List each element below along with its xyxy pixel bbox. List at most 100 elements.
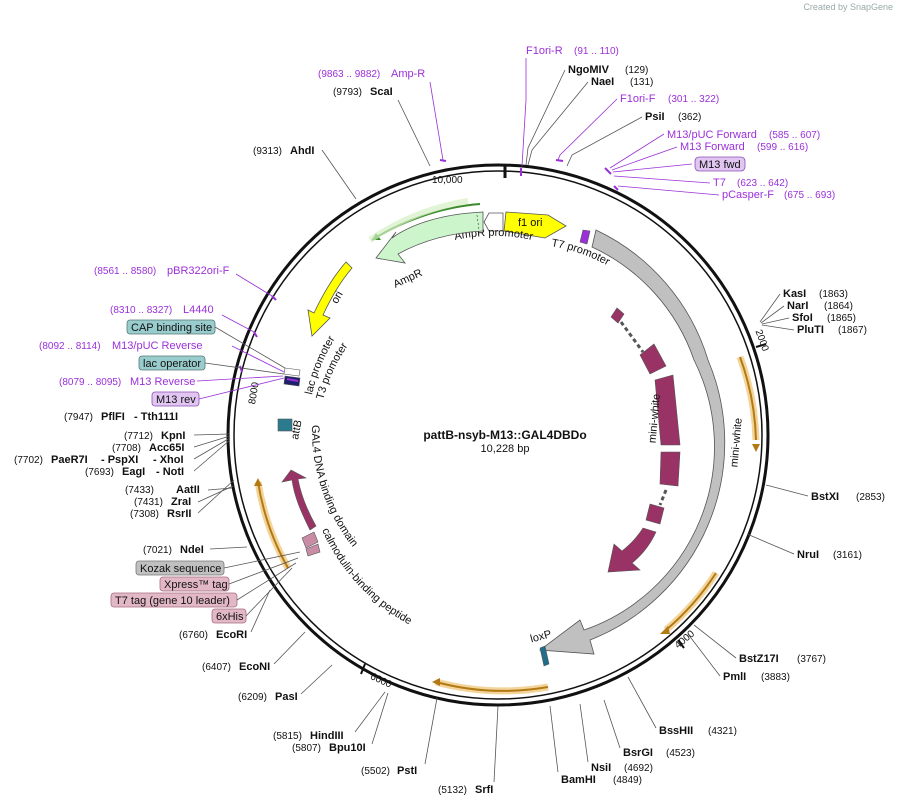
bsshii-name: BssHII (659, 725, 693, 737)
his6-label: 6xHis (216, 611, 244, 623)
loxp-feature (539, 645, 550, 667)
ngomiv-name: NgoMIV (568, 64, 610, 76)
lac-operator-leader (204, 362, 285, 375)
ori-label: ori (329, 289, 346, 306)
kozak-leader (223, 551, 301, 569)
l4440-leader (221, 314, 255, 333)
f1ori-f-leader (557, 98, 618, 161)
bamhi-name: BamHI (561, 774, 596, 786)
orf-arc-4 (257, 481, 289, 569)
backbone-inner (233, 170, 763, 700)
m13puc-f-name: M13/pUC Forward (667, 129, 757, 141)
l4440-name: L4440 (183, 304, 214, 316)
pspxi-name: - PspXI (101, 454, 138, 466)
acc65i-leader (193, 435, 231, 448)
bstxi-name: BstXI (811, 491, 839, 503)
m13puc-r-marker (239, 365, 243, 373)
m13puc-r-pos: (8092 .. 8114) (39, 341, 101, 352)
orf-arc-1-arrow (752, 444, 760, 452)
calmodulin-label: calmodulin-binding peptide (319, 526, 414, 627)
bstxi-pos: (2853) (856, 492, 885, 503)
gal4-feature (281, 469, 317, 531)
pflfi-pos: (7947) (64, 412, 93, 423)
l4440-marker (253, 331, 258, 338)
ampr-label: AmpR (392, 267, 425, 291)
snapgene-credit: Created by SnapGene (803, 2, 893, 12)
miniwhite-segment-4 (659, 451, 681, 487)
aatii-pos: (7433) (125, 485, 154, 496)
aatii-leader (207, 487, 233, 491)
ori-feature (307, 261, 353, 337)
bsshii-leader (627, 676, 657, 729)
xpress-label: Xpress™ tag (164, 579, 228, 591)
ampr-primer-marker (439, 159, 447, 162)
tth111i-name: - Tth111I (134, 411, 178, 423)
m13puc-f-marker (604, 167, 612, 175)
hindiii-pos: (5815) (273, 731, 302, 742)
paer7i-name: PaeR7I (51, 454, 88, 466)
m13puc-r-name: M13/pUC Reverse (112, 340, 202, 352)
econi-pos: (6407) (202, 662, 231, 673)
psii-pos: (362) (678, 112, 701, 123)
m13-primer-mark (286, 378, 299, 382)
m13f-name: M13 Forward (680, 141, 745, 153)
backbone-outer (226, 163, 770, 707)
calmodulin-feature (301, 531, 319, 549)
t7-name: T7 (713, 177, 726, 189)
ampr-dotted (476, 214, 480, 231)
naei-name: NaeI (591, 76, 614, 88)
ngomiv-leader (525, 69, 566, 166)
srfi-leader (493, 705, 499, 783)
pasi-name: PasI (275, 691, 298, 703)
pcasper-f-name: pCasper-F (722, 189, 774, 201)
tick-6000-mark (360, 663, 366, 675)
m13-fwd-leader (612, 163, 693, 173)
xpress-leader (228, 557, 299, 585)
srfi-name: SrfI (475, 784, 493, 796)
nsii-name: NsiI (591, 762, 611, 774)
gal4-label: GAL4 DNA binding domain (309, 425, 360, 549)
nari-leader (760, 305, 785, 324)
ampr-promoter-arrow (483, 212, 504, 232)
t7tag-leader (236, 562, 297, 601)
l4440-pos: (8310 .. 8327) (110, 305, 172, 316)
m13-reverse-name: M13 Reverse (130, 376, 195, 388)
miniwhite-outer-feature (538, 229, 726, 655)
pmli-leader (687, 633, 721, 677)
bamhi-leader (549, 705, 559, 773)
naei-leader (527, 81, 589, 166)
m13puc-f-pos: (585 .. 607) (769, 130, 820, 141)
pbr322-leader (235, 273, 273, 297)
eagi-pos: (7693) (85, 467, 114, 478)
pluti-name: PluTI (797, 324, 824, 336)
naei-pos: (131) (630, 77, 653, 88)
tick-8000: 8000 (247, 381, 262, 405)
scai-name: ScaI (370, 86, 393, 98)
kasi-name: KasI (783, 288, 806, 300)
pcasper-f-marker (613, 185, 619, 191)
pmli-name: PmlI (723, 671, 746, 683)
bsrgi-pos: (4523) (666, 748, 695, 759)
f1ori-r-pos: (91 .. 110) (574, 46, 619, 57)
ecori-pos: (6760) (179, 630, 208, 641)
miniwhite-segment-5 (645, 503, 665, 525)
psti-name: PstI (397, 765, 417, 777)
psti-pos: (5502) (361, 766, 390, 777)
nsii-leader (579, 703, 589, 763)
m13f-pos: (599 .. 616) (757, 142, 808, 153)
ahdi-name: AhdI (290, 145, 314, 157)
rsrii-name: RsrII (167, 508, 191, 520)
plasmid-name: pattB-nsyb-M13::GAL4DBDo (423, 428, 586, 442)
plasmid-size: 10,228 bp (481, 443, 530, 455)
pbr322-pos: (8561 .. 8580) (94, 266, 156, 277)
bstz17i-pos: (3767) (797, 654, 826, 665)
rsrii-leader (197, 479, 235, 514)
bpu10i-leader (371, 692, 389, 745)
econi-name: EcoNI (239, 661, 270, 673)
econi-leader (273, 631, 306, 665)
bstz17i-leader (693, 624, 737, 659)
bstz17i-name: BstZ17I (739, 653, 779, 665)
miniwhite-segment-3 (654, 374, 681, 446)
hindiii-name: HindIII (310, 730, 344, 742)
cap-site-leader (214, 326, 286, 369)
